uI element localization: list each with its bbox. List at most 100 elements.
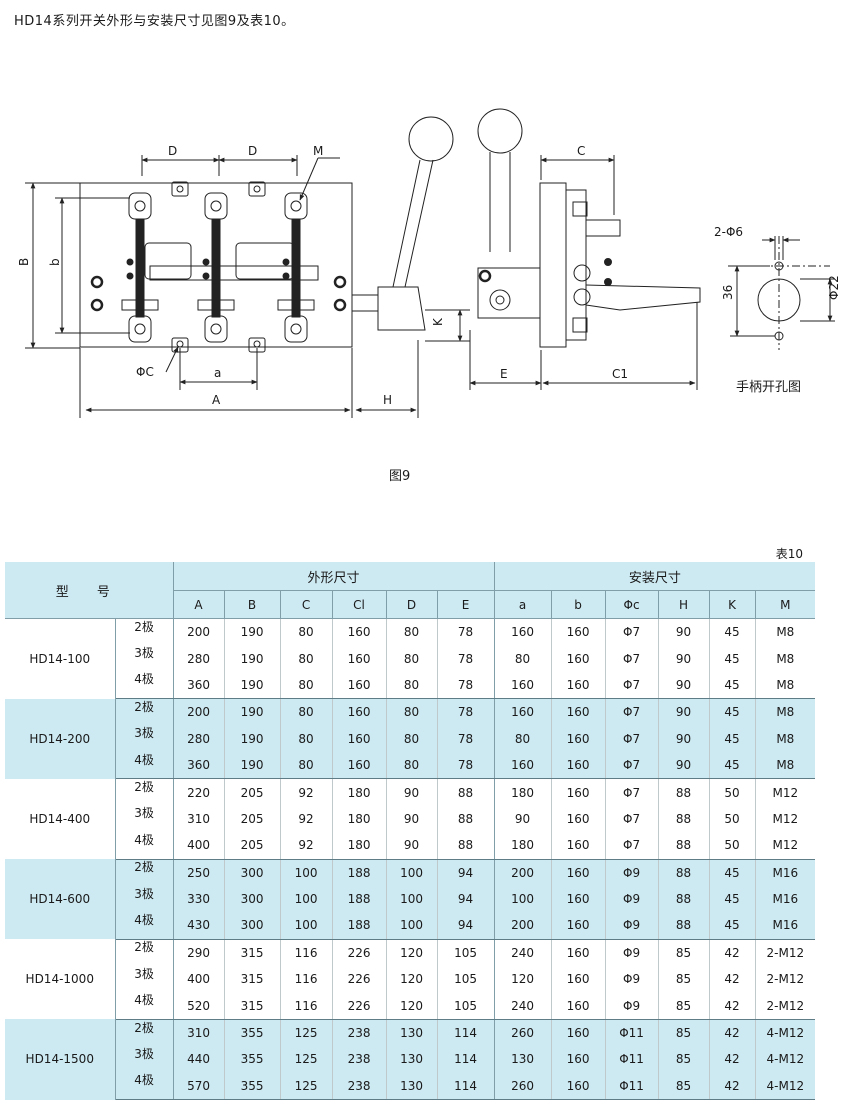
dim-label-A: A xyxy=(212,393,221,407)
value-cell: 160 xyxy=(551,618,606,646)
value-cell: M12 xyxy=(772,811,799,826)
pole-2 xyxy=(197,192,235,343)
value-cell: 100 xyxy=(494,885,552,913)
value-cell: 240 xyxy=(494,939,552,967)
value-cell: 160 xyxy=(551,725,606,752)
value-cell: 130 xyxy=(386,1019,438,1047)
value-cell: M16 xyxy=(755,885,816,913)
value-cell: 42 xyxy=(709,992,756,1020)
group-header-mounting: 安装尺寸 xyxy=(494,562,816,591)
value-cell: 130 xyxy=(386,1072,438,1101)
value-cell: 130 xyxy=(386,1046,438,1073)
column-header: Φc xyxy=(605,590,659,619)
pole-cell: 3极 xyxy=(115,885,174,913)
value-cell: M12 xyxy=(772,785,799,800)
value-cell: 400 xyxy=(173,966,225,993)
value-cell: 80 xyxy=(280,645,333,672)
value-cell: 80 xyxy=(386,725,438,752)
value-cell: 116 xyxy=(280,939,333,967)
model-name-cell: HD14-100 xyxy=(5,618,116,699)
value-cell: 570 xyxy=(173,1072,225,1101)
value-cell: 85 xyxy=(658,1072,710,1101)
column-header: B xyxy=(224,590,281,619)
pole-cell: 4极 xyxy=(115,671,174,700)
value-cell: 238 xyxy=(332,1072,387,1101)
pole-label: 3极 xyxy=(134,966,154,981)
value-cell: 114 xyxy=(437,1046,495,1073)
value-cell: 45 xyxy=(709,725,756,752)
pole-cell: 4极 xyxy=(115,1072,174,1101)
value-cell: 45 xyxy=(709,671,756,700)
value-cell: Φ7 xyxy=(605,778,659,806)
value-cell: 330 xyxy=(173,885,225,913)
table-caption: 表10 xyxy=(775,547,803,561)
pole-3 xyxy=(277,192,315,343)
value-cell: M8 xyxy=(755,671,816,700)
pole-cell: 4极 xyxy=(115,751,174,780)
value-cell: 78 xyxy=(437,645,495,672)
value-cell: 355 xyxy=(224,1019,281,1047)
value-cell: 160 xyxy=(494,671,552,700)
value-cell: 45 xyxy=(709,751,756,780)
value-cell: 130 xyxy=(494,1046,552,1073)
value-cell: 90 xyxy=(658,671,710,700)
value-cell: M8 xyxy=(755,698,816,726)
value-cell: 94 xyxy=(437,912,495,940)
value-cell: 80 xyxy=(494,725,552,752)
value-cell: 90 xyxy=(658,698,710,726)
value-cell: 400 xyxy=(173,832,225,860)
value-cell: 88 xyxy=(658,885,710,913)
value-cell: 42 xyxy=(709,966,756,993)
value-cell: 2-M12 xyxy=(766,972,805,987)
value-cell: 300 xyxy=(224,859,281,886)
value-cell: 4-M12 xyxy=(755,1072,816,1101)
value-cell: 100 xyxy=(386,859,438,886)
value-cell: 78 xyxy=(437,698,495,726)
value-cell: 92 xyxy=(280,778,333,806)
value-cell: 45 xyxy=(709,645,756,672)
value-cell: 92 xyxy=(280,805,333,833)
pole-cell: 4极 xyxy=(115,832,174,860)
dim-label-D2: D xyxy=(248,144,257,158)
pole-cell: 2极 xyxy=(115,778,174,806)
pole-label: 2极 xyxy=(134,699,154,714)
value-cell: 160 xyxy=(551,778,606,806)
column-header: Cl xyxy=(332,590,387,619)
pole-cell: 3极 xyxy=(115,966,174,993)
value-cell: 160 xyxy=(332,671,387,700)
value-cell: 85 xyxy=(658,966,710,993)
value-cell: 100 xyxy=(386,885,438,913)
value-cell: 80 xyxy=(280,751,333,780)
pole-label: 2极 xyxy=(134,860,154,875)
pole-label: 3极 xyxy=(134,1046,154,1061)
value-cell: 180 xyxy=(332,778,387,806)
value-cell: 226 xyxy=(332,939,387,967)
value-cell: M12 xyxy=(755,832,816,860)
value-cell: 160 xyxy=(551,992,606,1020)
value-cell: 105 xyxy=(437,966,495,993)
dim-label-a: a xyxy=(214,366,221,380)
value-cell: 2-M12 xyxy=(755,992,816,1020)
value-cell: 260 xyxy=(494,1072,552,1101)
value-cell: 160 xyxy=(551,1046,606,1073)
value-cell: 315 xyxy=(224,939,281,967)
value-cell: 120 xyxy=(386,992,438,1020)
pole-label: 2极 xyxy=(134,1020,154,1035)
dim-label-K: K xyxy=(431,317,445,326)
pole-label: 4极 xyxy=(134,1073,154,1088)
value-cell: 240 xyxy=(494,992,552,1020)
value-cell: 290 xyxy=(173,939,225,967)
value-cell: 160 xyxy=(494,698,552,726)
pole-cell: 3极 xyxy=(115,1046,174,1073)
value-cell: 260 xyxy=(494,1019,552,1047)
value-cell: 238 xyxy=(332,1046,387,1073)
value-cell: 90 xyxy=(658,618,710,646)
column-header: M xyxy=(755,590,816,619)
